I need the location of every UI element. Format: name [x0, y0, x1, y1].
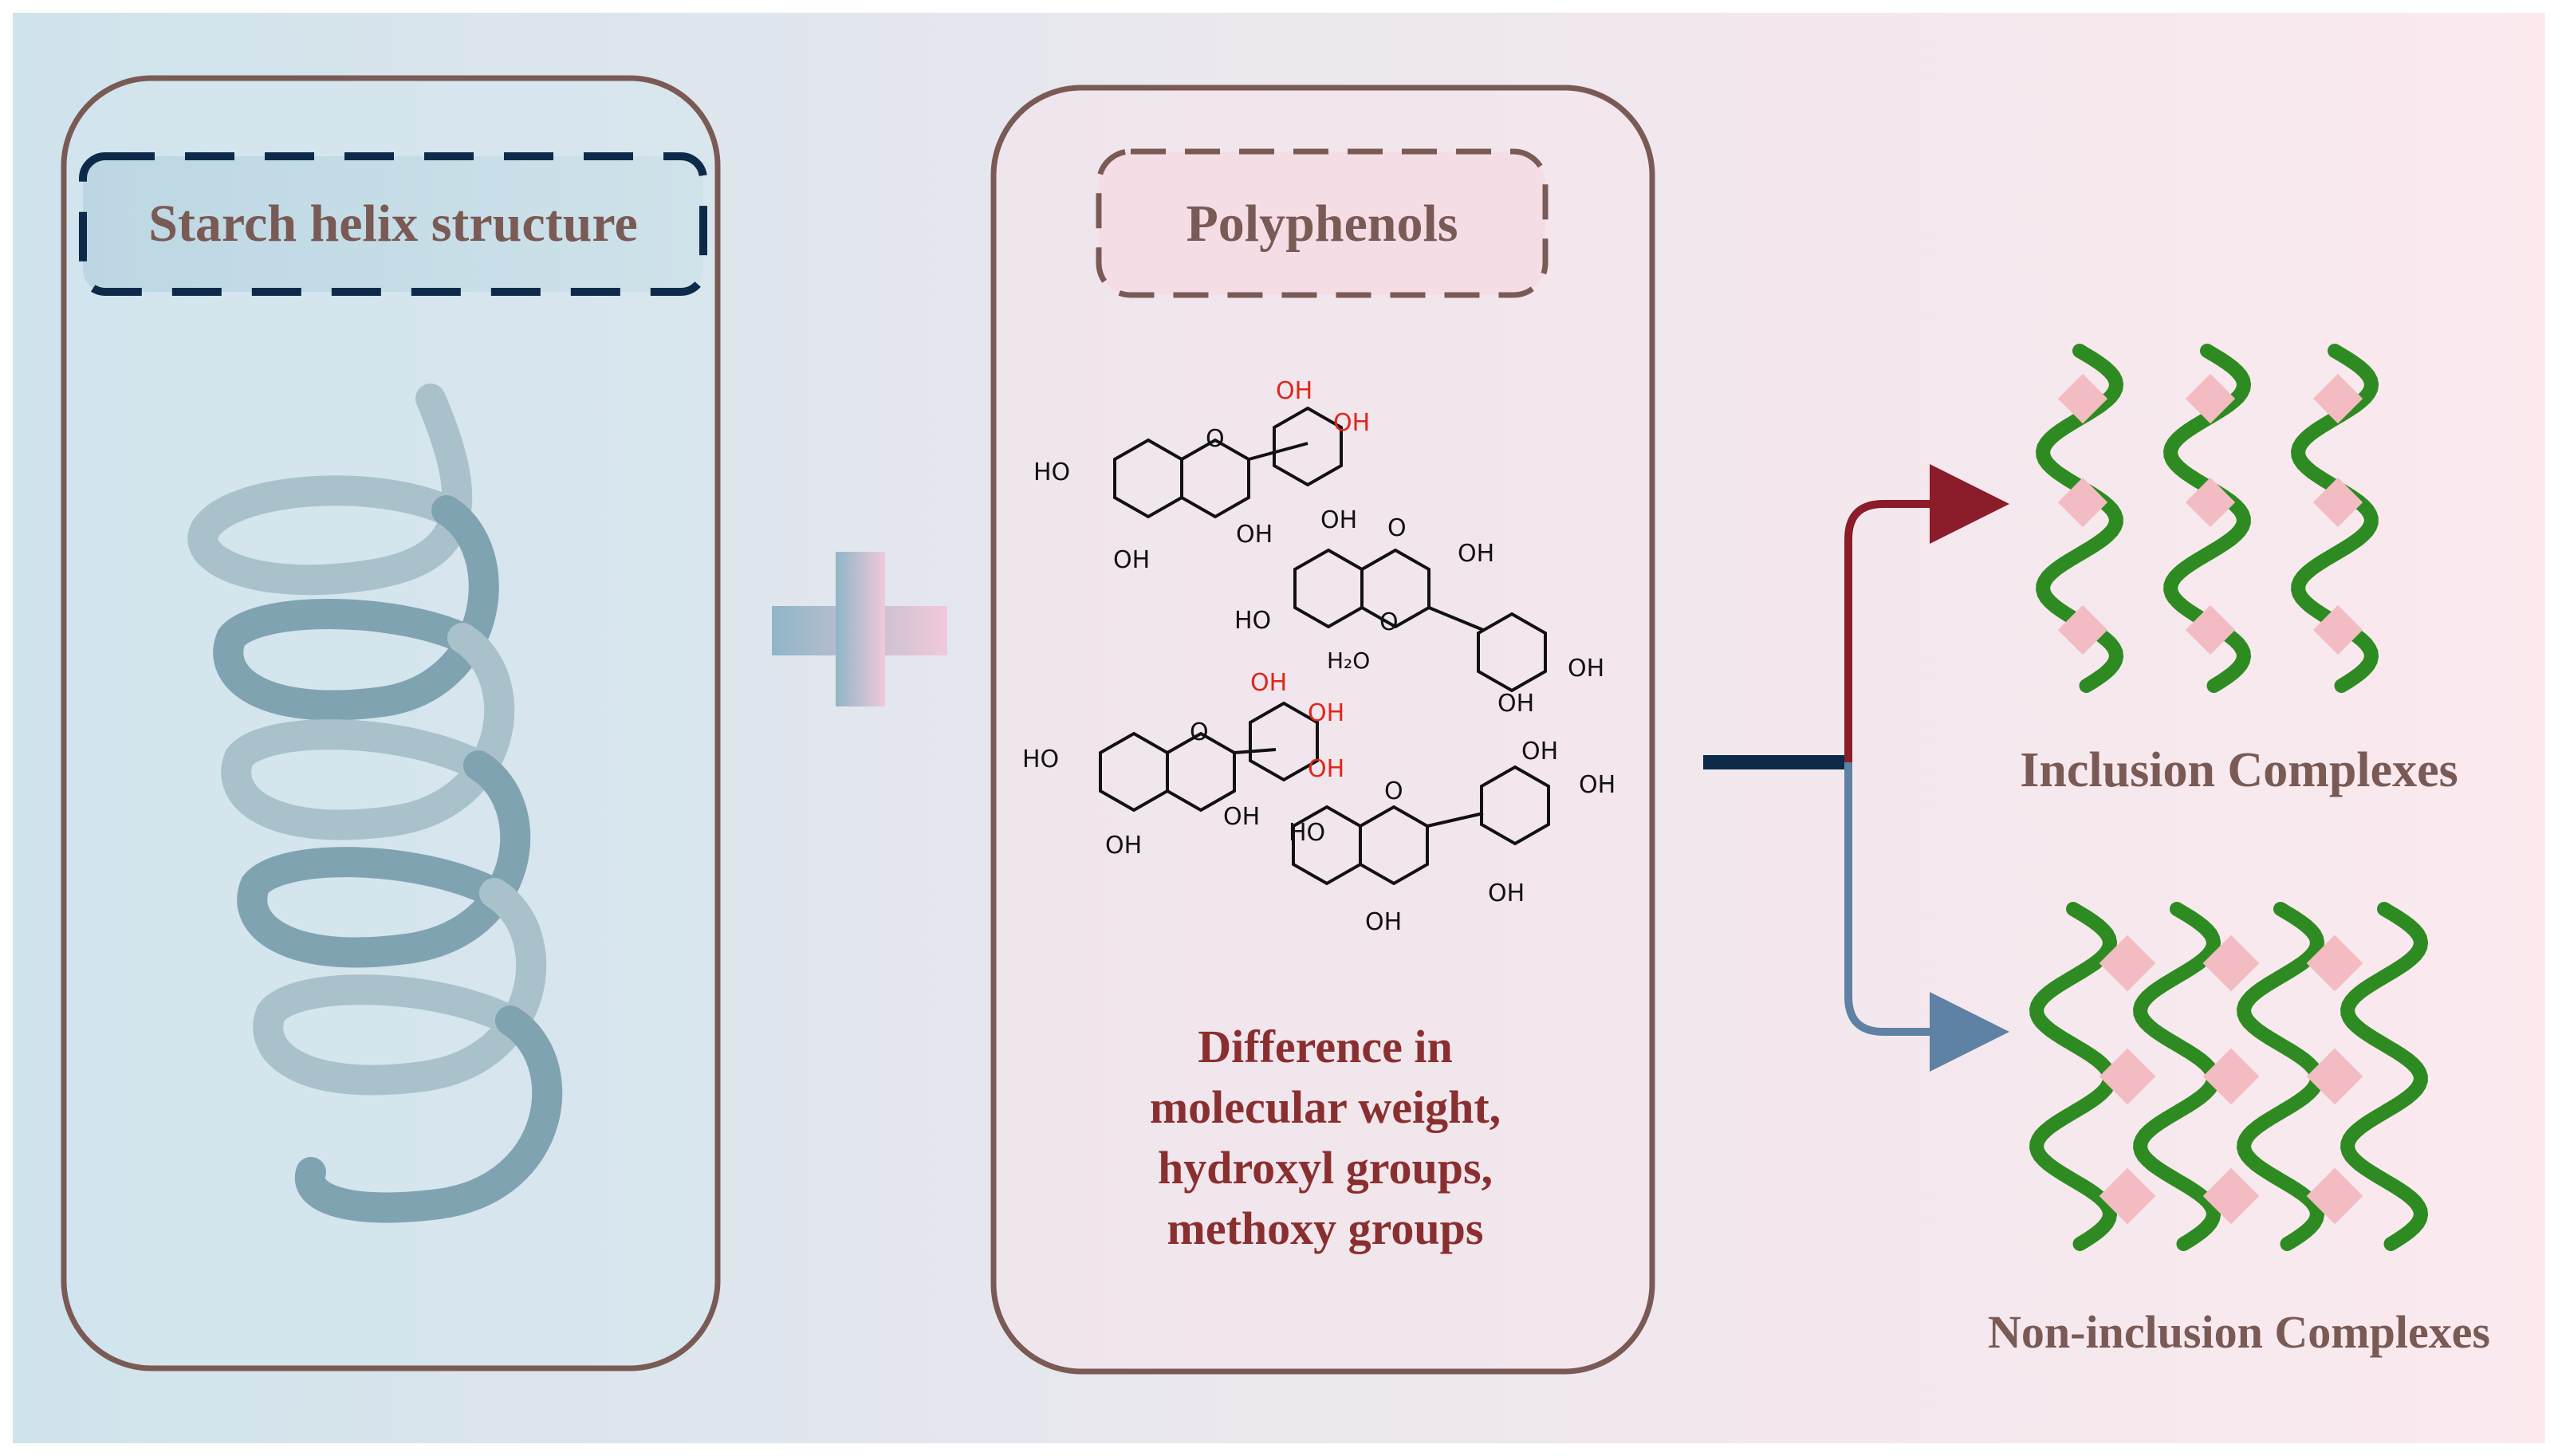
molecule-gallocatechin: OH OH OH HO O OH OH [1022, 669, 1344, 860]
inclusion-guest [2057, 604, 2108, 655]
mol4-oh-d: OH [1365, 908, 1402, 936]
noninclusion-guest [2099, 935, 2156, 992]
mol2-oh-d: OH [1497, 690, 1534, 718]
inclusion-guest [2312, 477, 2363, 528]
inclusion-chains [2036, 344, 2379, 693]
mol3-ho: HO [1022, 746, 1059, 773]
difference-line-1: Difference in [1198, 1021, 1452, 1072]
inclusion-guest [2312, 604, 2363, 655]
starch-helix [187, 384, 563, 1223]
plus-icon [772, 552, 947, 706]
noninclusion-guest [2306, 1048, 2363, 1105]
inclusion-guest [2185, 604, 2236, 655]
noninclusion-guest [2099, 1048, 2156, 1105]
starch-panel-border [61, 75, 721, 1371]
mol3-oh-c: OH [1308, 755, 1344, 783]
inclusion-guest [2057, 477, 2108, 528]
mol3-oh-d: OH [1223, 803, 1260, 831]
difference-line-3: hydroxyl groups, [1158, 1142, 1493, 1194]
polyphenols-panel: Polyphenols OH OH HO O OH OH OH O OH HO … [990, 85, 1655, 1375]
arrow-to-inclusion [1844, 464, 2009, 762]
mol1-o: O [1206, 425, 1225, 453]
mol4-oh-c: OH [1488, 880, 1525, 907]
mol4-oh-b: OH [1579, 771, 1615, 799]
mol4-o: O [1384, 777, 1403, 805]
difference-line-2: molecular weight, [1150, 1081, 1501, 1133]
mol3-o: O [1190, 718, 1209, 746]
noninclusion-guest [2306, 1167, 2363, 1225]
noninclusion-guest [2099, 1167, 2156, 1225]
mol2-o-keto: O [1387, 514, 1407, 542]
molecule-catechin-1: OH OH HO O OH OH [1033, 377, 1370, 574]
inclusion-label: Inclusion Complexes [2020, 743, 2458, 797]
mol4-ho: HO [1289, 819, 1325, 847]
noninclusion-guest [2202, 1167, 2260, 1225]
arrow-to-noninclusion [1844, 762, 2009, 1072]
polyphenols-title: Polyphenols [1186, 195, 1458, 253]
mol2-oh-c: OH [1568, 655, 1604, 683]
inclusion-guest [2185, 477, 2236, 528]
starch-title: Starch helix structure [148, 195, 638, 253]
mol1-oh-a: OH [1276, 377, 1312, 405]
noninclusion-label: Non-inclusion Complexes [1988, 1306, 2490, 1358]
noninclusion-chains [2029, 902, 2429, 1251]
water-label: H₂O [1327, 647, 1370, 674]
noninclusion-chain [2340, 902, 2429, 1251]
difference-line-4: methoxy groups [1167, 1202, 1484, 1254]
mol4-oh-a: OH [1521, 738, 1558, 765]
molecule-quercetin: OH O OH HO O OH OH H₂O [1234, 506, 1604, 718]
mol1-oh-b: OH [1333, 409, 1370, 437]
branch-arrows [1703, 464, 2009, 1072]
mol2-oh-b: OH [1458, 540, 1494, 568]
noninclusion-guest [2202, 935, 2260, 992]
mol3-oh-b: OH [1308, 699, 1344, 727]
polyphenols-panel-border [990, 85, 1655, 1375]
starch-title-box [79, 152, 707, 296]
mol1-ho: HO [1033, 458, 1070, 486]
noninclusion-complexes-figure: Non-inclusion Complexes [1988, 902, 2490, 1358]
mol2-o: O [1379, 608, 1399, 636]
starch-panel: Starch helix structure [61, 75, 721, 1371]
mol2-ho: HO [1234, 607, 1271, 635]
mol1-oh-c: OH [1236, 521, 1273, 549]
molecule-catechin-2: OH OH HO O OH OH [1289, 738, 1615, 936]
mol3-oh-a: OH [1250, 669, 1287, 697]
mol3-oh-e: OH [1105, 832, 1142, 860]
polyphenols-title-box [1096, 148, 1549, 298]
inclusion-complexes-figure: Inclusion Complexes [2020, 344, 2458, 797]
noninclusion-guest [2202, 1048, 2260, 1105]
mol2-oh-a: OH [1320, 506, 1357, 534]
noninclusion-guest [2306, 935, 2363, 992]
mol1-oh-d: OH [1113, 546, 1150, 574]
